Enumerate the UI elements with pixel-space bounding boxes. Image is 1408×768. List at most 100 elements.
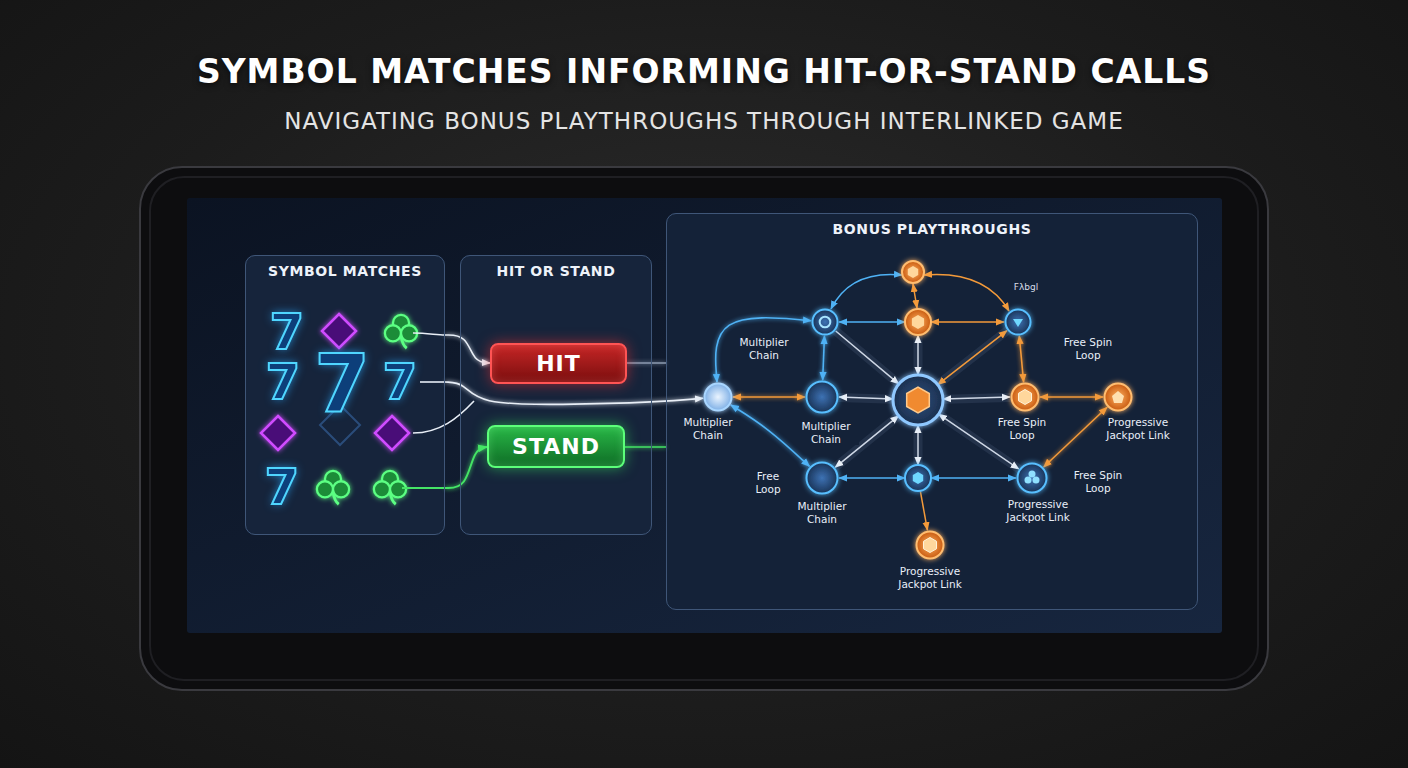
node-circle xyxy=(915,530,945,560)
hub-spokes xyxy=(822,322,1032,478)
node-circle xyxy=(811,308,839,336)
node-circle xyxy=(1016,462,1048,494)
action-button: HIT xyxy=(490,343,627,384)
bonus-node: Free Spin Loop xyxy=(1010,382,1040,412)
graph-links xyxy=(831,274,1019,530)
bonus-node: Progressive Jackpot Link xyxy=(915,530,945,560)
hex-icon xyxy=(924,538,937,553)
graph-link xyxy=(836,331,899,384)
label-box: 7 xyxy=(370,357,430,407)
node-label: Multiplier Chain xyxy=(675,416,741,441)
button-label: HIT xyxy=(536,351,581,376)
node-circle xyxy=(805,380,839,414)
label-box: 7 xyxy=(297,344,387,424)
connector xyxy=(445,335,490,363)
bonus-node: Multiplier Chain xyxy=(805,380,839,414)
diamond-symbol xyxy=(375,416,409,450)
panel-ground xyxy=(460,255,652,535)
graph-link xyxy=(924,274,1009,311)
label-box: 7 xyxy=(252,462,312,512)
symbol-wire xyxy=(413,333,445,335)
bonus-node: Multiplier Chain xyxy=(805,461,839,495)
node-circle xyxy=(703,382,733,412)
hub-circle xyxy=(893,375,943,425)
graph-link xyxy=(931,477,1016,479)
panel-ground xyxy=(245,255,445,535)
node-label: Progressive Jackpot Link xyxy=(1105,416,1171,441)
bonus-node: Progressive Jackpot Link xyxy=(1016,462,1048,494)
graph-link xyxy=(831,274,902,309)
group-panel: BONUS PLAYTHROUGHSMultiplier ChainFree S… xyxy=(666,213,1198,610)
symbol-wire xyxy=(420,381,445,383)
node-circle xyxy=(1010,382,1040,412)
node-label: Progressive Jackpot Link xyxy=(897,565,963,590)
clover-icon xyxy=(1033,477,1040,484)
tablet-screen xyxy=(187,198,1222,633)
connector xyxy=(1019,336,1023,382)
bonus-node: Free Spin Loop xyxy=(1004,308,1032,336)
connector xyxy=(1040,396,1103,398)
node-label: Free Spin Loop xyxy=(1055,336,1121,361)
symbol-wire xyxy=(402,487,445,489)
diamond-symbol xyxy=(322,314,356,348)
seven-symbol: 7 xyxy=(297,344,387,424)
hex-icon xyxy=(912,315,924,329)
connector xyxy=(627,362,666,363)
hex-icon xyxy=(907,387,930,413)
graph-circle xyxy=(905,309,931,335)
node-outline xyxy=(917,532,944,559)
connector xyxy=(445,447,487,488)
node-outline xyxy=(807,463,838,494)
connector xyxy=(716,318,811,382)
hex-icon xyxy=(913,472,923,484)
node-outline xyxy=(807,382,838,413)
graph-link xyxy=(913,284,917,308)
node-outline xyxy=(1006,310,1031,335)
hex-icon xyxy=(1019,390,1032,405)
connector xyxy=(445,382,703,404)
node-outline xyxy=(1012,384,1039,411)
subtitle: NAVIGATING BONUS PLAYTHROUGHS THROUGH IN… xyxy=(34,108,1374,134)
clover-symbol xyxy=(374,471,406,504)
action-button: STAND xyxy=(487,425,625,468)
clover-symbol xyxy=(317,471,349,504)
shield-icon xyxy=(1112,391,1124,403)
node-label: Progressive Jackpot Link xyxy=(1005,498,1071,523)
node-outline xyxy=(1018,464,1047,493)
panel-ground xyxy=(666,213,1198,610)
panel-heading: SYMBOL MATCHES xyxy=(268,263,422,279)
graph-link xyxy=(839,477,905,479)
node-label: Free Spin Loop xyxy=(1065,469,1131,494)
node-outline xyxy=(705,384,732,411)
stray-label: Fλbgl xyxy=(1001,282,1051,292)
node-label: Multiplier Chain xyxy=(731,336,797,361)
graph-link xyxy=(920,491,927,530)
node-circle xyxy=(1103,382,1133,412)
clover-symbol xyxy=(385,315,417,348)
diagram-title: SYMBOL MATCHES INFORMING HIT-OR-STAND CA… xyxy=(0,52,1408,91)
bonus-node: Multiplier Chain xyxy=(703,382,733,412)
connector xyxy=(733,396,805,398)
seven-symbol: 7 xyxy=(252,462,312,512)
node-outline xyxy=(1105,384,1132,411)
clover-icon xyxy=(1025,477,1032,484)
graph-link xyxy=(839,397,893,399)
node-label: Free Spin Loop xyxy=(989,416,1055,441)
node-label: Free Loop xyxy=(748,470,788,495)
graph-link xyxy=(931,321,1004,323)
label-box: Free Loop xyxy=(748,470,788,495)
tablet-bezel xyxy=(150,177,1258,680)
graph-link xyxy=(917,425,919,465)
graph-circle xyxy=(905,465,931,491)
symbol-wire xyxy=(413,401,474,433)
node-outline xyxy=(813,310,838,335)
tablet-body xyxy=(140,167,1268,690)
ring-icon xyxy=(820,317,831,328)
button-label: STAND xyxy=(512,434,600,459)
connector xyxy=(823,336,825,380)
label-box: 7 xyxy=(257,307,317,357)
graph-circle xyxy=(902,261,924,283)
graph-link xyxy=(938,331,1007,385)
node-circle xyxy=(1004,308,1032,336)
